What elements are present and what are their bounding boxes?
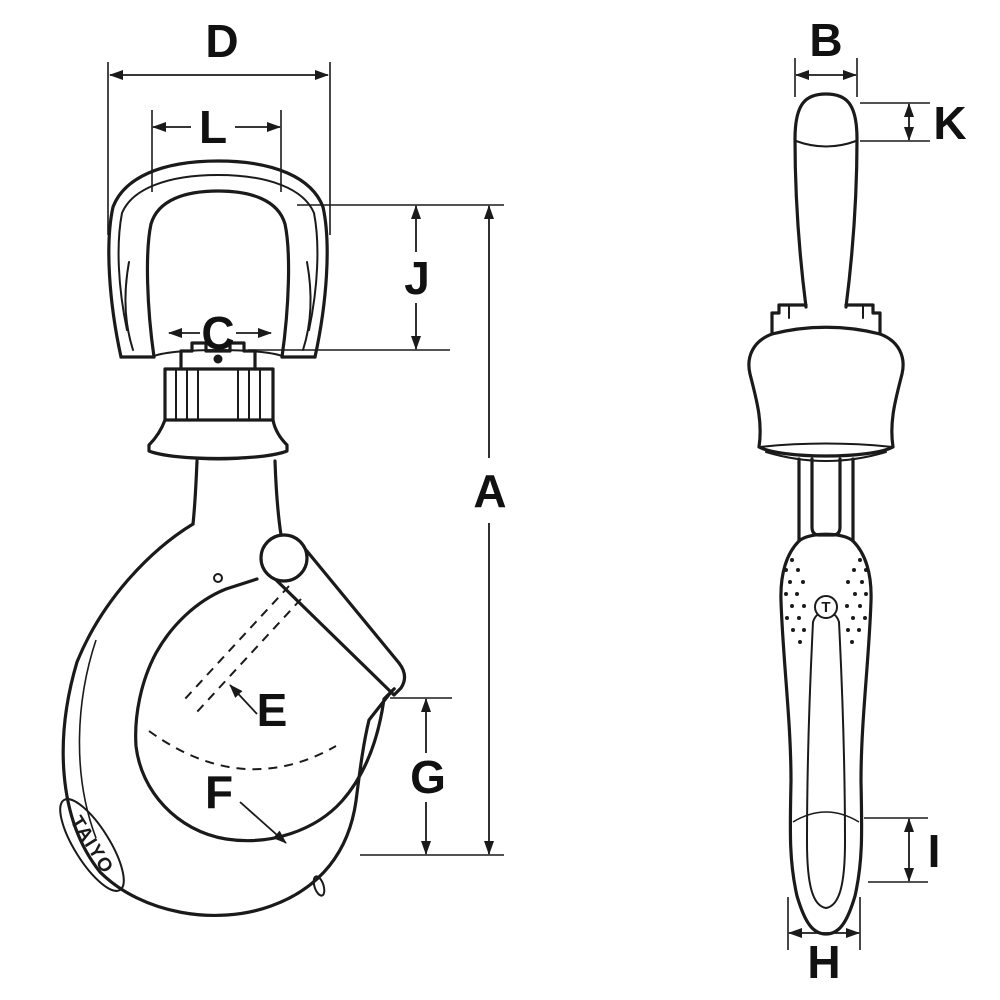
dimension-H: H <box>787 897 861 988</box>
latch-pivot <box>259 533 309 583</box>
dim-label-l: L <box>199 101 227 153</box>
brand-oval: TAIYO <box>59 798 125 892</box>
dimension-L: L <box>151 101 282 192</box>
dim-label-h: H <box>807 936 840 988</box>
latch-open-hidden-line <box>195 598 302 714</box>
bowl-hidden-arc <box>148 730 337 771</box>
side-view: T B K I H <box>747 14 967 988</box>
dimension-F: F <box>205 766 287 844</box>
swivel-stud <box>797 457 855 543</box>
mark-label-t: T <box>821 599 830 616</box>
front-view: TAIYO D L C J <box>59 15 507 917</box>
hook-shank <box>191 459 283 583</box>
dim-label-d: D <box>205 15 238 67</box>
dimension-B: B <box>794 14 858 97</box>
swivel-ears <box>770 303 882 336</box>
dimension-E: E <box>229 684 288 736</box>
dim-label-k: K <box>933 97 966 149</box>
swivel-bail <box>107 159 329 359</box>
dimension-I: I <box>864 817 941 883</box>
dim-label-f: F <box>205 766 233 818</box>
dim-label-b: B <box>809 14 842 66</box>
dimension-C: C <box>168 307 272 359</box>
dim-label-g: G <box>410 751 446 803</box>
swivel-nut <box>147 341 289 461</box>
dim-label-c: C <box>201 307 234 359</box>
shank-pin-dot <box>213 573 223 583</box>
eye-profile <box>793 92 859 309</box>
dim-label-e: E <box>257 684 288 736</box>
dim-label-a: A <box>473 465 506 517</box>
hook-slot <box>312 875 326 897</box>
dimension-A: A <box>360 205 507 856</box>
dim-label-j: J <box>404 252 430 304</box>
safety-latch <box>259 533 407 697</box>
dimension-J: J <box>248 204 504 351</box>
brand-label: TAIYO <box>66 812 118 878</box>
dim-label-i: I <box>928 825 941 877</box>
nut-pin-dot <box>213 354 223 364</box>
latch-open-hidden-line <box>183 585 290 701</box>
dimension-K: K <box>860 97 967 149</box>
dimension-G: G <box>390 697 452 855</box>
circled-mark: T <box>814 595 838 619</box>
hook-side-profile: T <box>779 532 873 936</box>
dimension-D: D <box>107 15 331 235</box>
hook-body <box>61 522 396 917</box>
swivel-bell <box>747 325 905 462</box>
stipple-texture <box>784 558 868 644</box>
